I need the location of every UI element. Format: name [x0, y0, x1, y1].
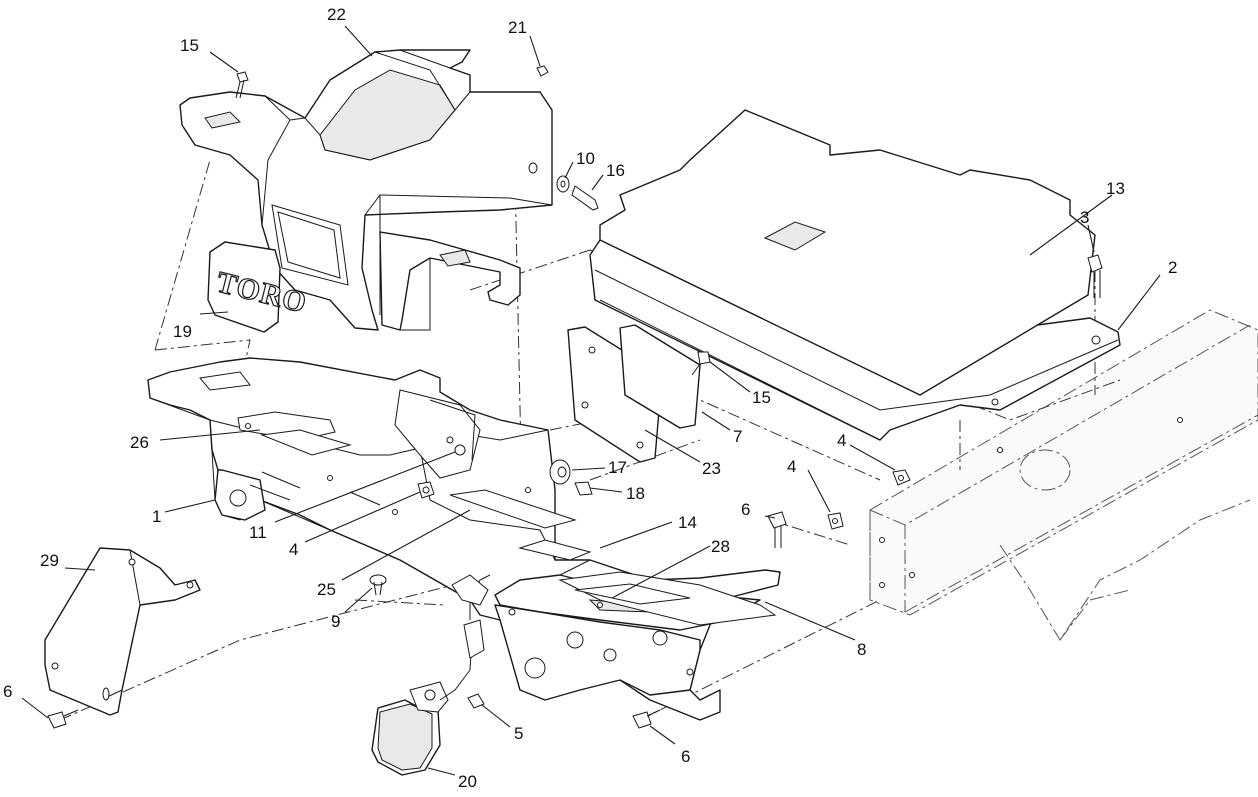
part-15-screw-top — [235, 71, 249, 99]
part-4-nut-left — [417, 481, 435, 499]
part-1-main-frame — [147, 357, 781, 721]
part-4-nut-right — [892, 469, 911, 486]
part-20-light-assembly — [371, 574, 491, 776]
part-6-bolt-bottom — [632, 709, 661, 729]
callout-leaders — [21, 25, 1161, 776]
part-11-spacer — [454, 444, 466, 456]
callout-14: 14 — [678, 513, 697, 532]
callout-18: 18 — [626, 484, 645, 503]
part-17-bushing — [549, 459, 571, 485]
ghost-frame-rail — [869, 309, 1258, 641]
part-16-screw — [571, 185, 599, 211]
part-14-mount-bracket — [518, 539, 592, 561]
part-7-insulation-pad — [619, 324, 701, 429]
callout-11: 11 — [249, 523, 267, 542]
callout-3: 3 — [1080, 208, 1089, 227]
part-19-toro-decal: TORO — [207, 241, 311, 333]
callout-19: 19 — [173, 322, 192, 341]
part-9-pin — [369, 574, 387, 596]
callout-6-bottom: 6 — [681, 747, 690, 766]
callout-4-right: 4 — [837, 431, 846, 450]
callout-20: 20 — [458, 772, 477, 791]
callout-28: 28 — [711, 537, 730, 556]
callout-1: 1 — [152, 507, 161, 526]
callout-9: 9 — [331, 612, 340, 631]
callout-13: 13 — [1106, 179, 1125, 198]
part-15-screw-mid — [691, 351, 711, 376]
callout-10: 10 — [576, 149, 595, 168]
part-25-shim-plate — [449, 489, 577, 529]
callout-29: 29 — [40, 551, 59, 570]
part-10-washer — [556, 175, 570, 193]
callout-2: 2 — [1168, 258, 1177, 277]
part-6-bolt-right — [767, 511, 787, 548]
part-6-bolt-left — [47, 709, 79, 729]
callout-4-left: 4 — [289, 540, 298, 559]
callout-4-mid: 4 — [787, 457, 796, 476]
callout-15-mid: 15 — [752, 388, 771, 407]
callout-6-left: 6 — [3, 682, 12, 701]
callout-7: 7 — [733, 427, 742, 446]
callout-15-top: 15 — [180, 36, 199, 55]
part-13-floor-mat — [599, 109, 1096, 396]
part-4-nut-mid — [827, 512, 844, 530]
callout-17: 17 — [608, 458, 627, 477]
callout-8: 8 — [857, 640, 866, 659]
callout-labels: 22 21 15 10 16 13 3 2 15 7 23 17 18 4 4 … — [3, 5, 1177, 791]
callout-5: 5 — [514, 724, 523, 743]
callout-22: 22 — [327, 5, 346, 24]
callout-21: 21 — [508, 18, 527, 37]
callout-23: 23 — [702, 459, 721, 478]
callout-6-right: 6 — [741, 500, 750, 519]
part-5-clip — [467, 693, 485, 709]
callout-26: 26 — [130, 433, 149, 452]
part-29-side-bracket — [44, 547, 201, 716]
part-21-nut — [536, 65, 549, 77]
part-18-screw — [574, 481, 593, 496]
part-3-bolt — [1087, 254, 1103, 298]
callout-16: 16 — [606, 161, 625, 180]
callout-25: 25 — [317, 580, 336, 599]
